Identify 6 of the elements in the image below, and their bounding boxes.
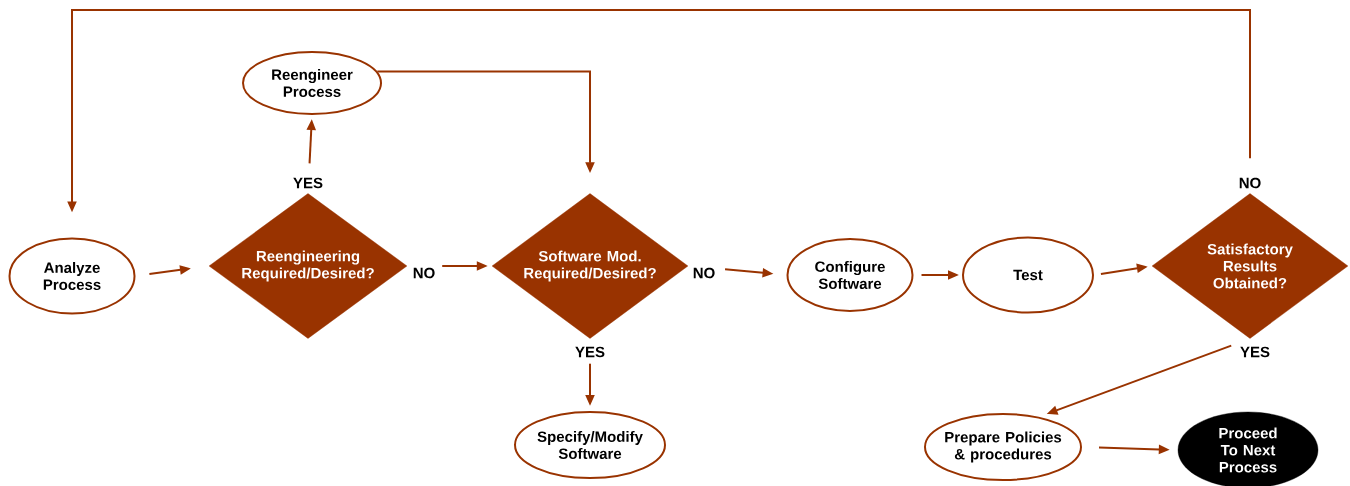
edge-label: NO <box>1237 176 1263 190</box>
edge-label: NO <box>411 266 437 280</box>
edge-label: NO <box>691 266 717 280</box>
edge-label: YES <box>292 176 324 190</box>
edge-label: YES <box>574 345 606 359</box>
edge-label: YES <box>1239 345 1271 359</box>
